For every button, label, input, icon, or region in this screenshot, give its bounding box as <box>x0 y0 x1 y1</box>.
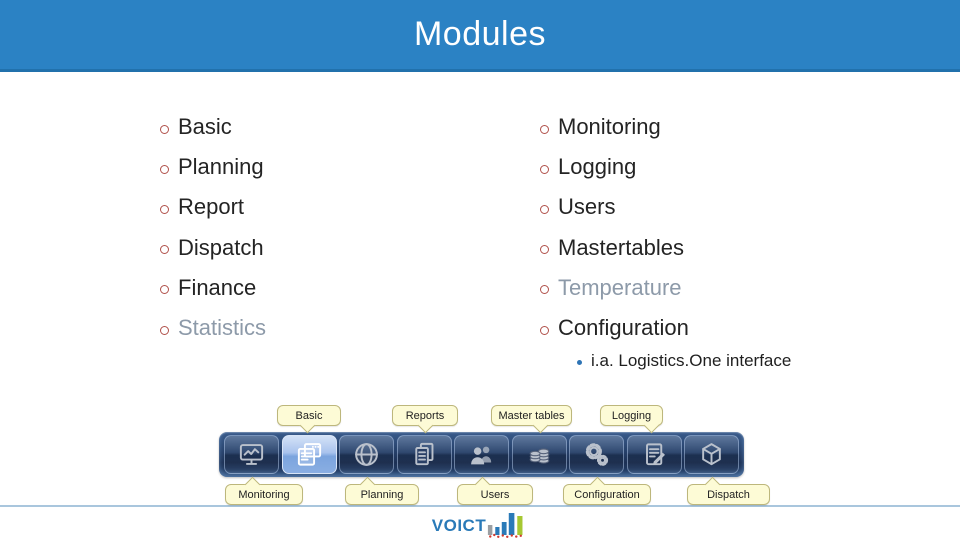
circle-bullet-icon <box>160 325 169 335</box>
callout-label: Master tables <box>498 409 565 422</box>
application-toolbar <box>219 432 744 477</box>
list-item: Dispatch <box>160 228 266 268</box>
callout-label: Users <box>480 488 510 501</box>
users-icon <box>471 446 492 465</box>
circle-bullet-icon <box>540 285 549 295</box>
callout-label: Logging <box>611 409 652 422</box>
callout-master-tables: Master tables <box>491 405 572 434</box>
callout-logging: Logging <box>600 405 663 434</box>
callout-users: Users <box>457 476 533 505</box>
callout-label: Reports <box>405 409 445 422</box>
voict-logo: VOICT <box>432 510 528 538</box>
callout-label: Basic <box>295 409 323 422</box>
callout-basic: Basic <box>277 405 341 434</box>
list-item: Statistics <box>160 308 266 348</box>
list-item: Mastertables <box>540 228 689 268</box>
documents-icon <box>414 442 433 466</box>
toolbar-button-users[interactable] <box>454 435 509 474</box>
list-item: Users <box>540 187 689 227</box>
list-item: Logging <box>540 147 689 187</box>
logo-bars-icon <box>488 513 523 538</box>
toolbar-button-master-tables[interactable] <box>511 435 567 474</box>
module-label: Finance <box>178 274 257 300</box>
callout-planning: Planning <box>345 476 419 505</box>
list-item: Planning <box>160 147 266 187</box>
module-label: Dispatch <box>178 234 264 260</box>
callout-label: Dispatch <box>707 488 750 501</box>
circle-bullet-icon <box>540 124 549 134</box>
circle-bullet-icon <box>160 204 169 214</box>
module-label: Monitoring <box>558 114 661 140</box>
note-pencil-icon <box>645 443 665 466</box>
cube-icon <box>702 443 721 466</box>
module-label: Temperature <box>558 274 682 300</box>
coin-stack-icon <box>529 448 549 464</box>
toolbar-button-reports[interactable] <box>396 435 452 474</box>
list-item: Configuration <box>540 308 689 348</box>
callout-label: Configuration <box>574 488 640 501</box>
globe-icon <box>355 443 378 466</box>
page-title: Modules <box>413 15 546 53</box>
slide-header: Modules <box>0 0 960 72</box>
callout-label: Monitoring <box>238 488 290 501</box>
list-item: Temperature <box>540 268 689 308</box>
windows-icon <box>297 443 321 466</box>
circle-bullet-icon <box>160 124 169 134</box>
module-label: Statistics <box>178 315 267 341</box>
logo-text: VOICT <box>431 516 487 535</box>
module-label: Basic <box>178 114 232 140</box>
module-list-right: Monitoring Logging Users Mastertables Te… <box>540 107 689 348</box>
circle-bullet-icon <box>160 164 169 174</box>
circle-bullet-icon <box>540 164 549 174</box>
circle-bullet-icon <box>540 325 549 335</box>
module-list-left: Basic Planning Report Dispatch Finance S… <box>160 107 266 348</box>
dot-bullet-icon <box>577 359 582 365</box>
toolbar-button-dispatch[interactable] <box>684 435 739 474</box>
toolbar-button-configuration[interactable] <box>569 435 624 474</box>
toolbar-button-basic[interactable] <box>281 435 337 474</box>
sub-bullet-label: i.a. Logistics.One interface <box>591 351 792 370</box>
sub-bullet: i.a. Logistics.One interface <box>577 350 791 372</box>
toolbar-button-logging[interactable] <box>626 435 682 474</box>
module-label: Mastertables <box>558 234 684 260</box>
list-item: Report <box>160 187 266 227</box>
gears-icon <box>585 443 609 466</box>
circle-bullet-icon <box>160 285 169 295</box>
monitor-chart-icon <box>239 444 264 465</box>
module-label: Report <box>178 194 245 220</box>
toolbar-button-planning[interactable] <box>339 435 394 474</box>
list-item: Finance <box>160 268 266 308</box>
callout-label: Planning <box>360 488 404 501</box>
circle-bullet-icon <box>540 204 549 214</box>
callout-dispatch: Dispatch <box>687 476 770 505</box>
footer-divider <box>0 505 960 507</box>
list-item: Monitoring <box>540 107 689 147</box>
callout-reports: Reports <box>392 405 458 434</box>
callout-configuration: Configuration <box>563 476 651 505</box>
circle-bullet-icon <box>540 245 549 255</box>
module-label: Planning <box>178 154 264 180</box>
module-label: Logging <box>558 154 637 180</box>
module-label: Users <box>558 194 616 220</box>
module-label: Configuration <box>558 315 689 341</box>
toolbar-button-monitoring[interactable] <box>224 435 279 474</box>
callout-monitoring: Monitoring <box>225 476 303 505</box>
list-item: Basic <box>160 107 266 147</box>
circle-bullet-icon <box>160 245 169 255</box>
